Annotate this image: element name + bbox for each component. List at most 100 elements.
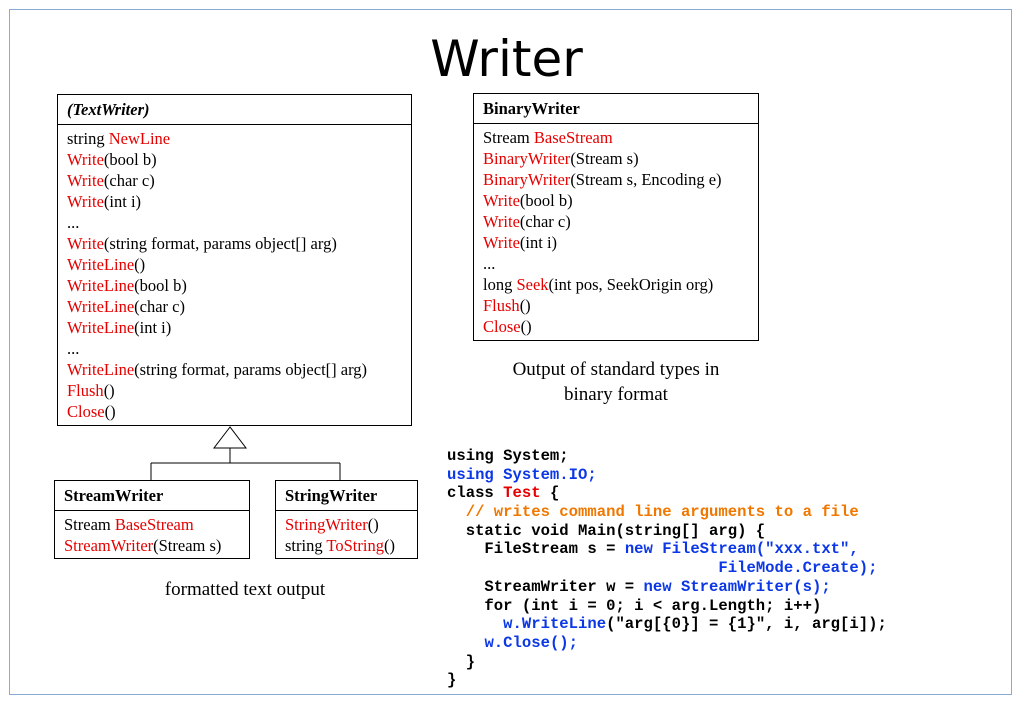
code-token [447, 559, 718, 577]
code-token: using System; [447, 447, 569, 465]
member-name: StringWriter [285, 515, 368, 534]
class-member: ... [67, 338, 402, 359]
code-line: StreamWriter w = new StreamWriter(s); [447, 578, 887, 597]
class-member: WriteLine(char c) [67, 296, 402, 317]
binary-caption-line1: Output of standard types in [512, 359, 720, 380]
code-token [447, 615, 503, 633]
code-listing: using System;using System.IO;class Test … [447, 447, 887, 690]
member-text: ... [483, 254, 496, 273]
class-member: Write(char c) [67, 170, 402, 191]
member-name: Seek [516, 275, 549, 294]
member-name: Close [483, 317, 521, 336]
textwriter-class-name: (TextWriter) [58, 95, 411, 125]
class-member: StringWriter() [285, 514, 408, 535]
code-token [447, 634, 484, 652]
code-token: new StreamWriter(s); [643, 577, 831, 596]
member-name: BinaryWriter [483, 170, 571, 189]
stringwriter-members: StringWriter()string ToString() [276, 511, 417, 556]
member-text: () [367, 515, 379, 534]
code-line: for (int i = 0; i < arg.Length; i++) [447, 597, 887, 616]
code-token: } [447, 671, 457, 690]
code-line: static void Main(string[] arg) { [447, 522, 887, 541]
code-line: w.WriteLine("arg[{0}] = {1}", i, arg[i])… [447, 615, 887, 634]
member-name: BinaryWriter [483, 149, 571, 168]
member-name: WriteLine [67, 360, 135, 379]
class-member: WriteLine(bool b) [67, 275, 402, 296]
member-text: Stream [64, 515, 115, 534]
member-text: () [104, 402, 116, 421]
binary-format-caption: Output of standard types in binary forma… [473, 357, 759, 407]
member-text: (char c) [134, 297, 185, 316]
code-token: w.Close(); [484, 633, 579, 652]
member-text: () [520, 317, 532, 336]
class-member: Flush() [67, 380, 402, 401]
member-text: string [67, 129, 109, 148]
code-token: class [447, 484, 504, 503]
code-token: FileMode.Create); [718, 559, 878, 578]
code-token: static void Main(string[] arg) { [447, 521, 766, 540]
member-text: (Stream s, Encoding e) [570, 170, 722, 189]
member-text: () [103, 381, 115, 400]
class-member: Write(bool b) [67, 149, 402, 170]
member-name: Flush [67, 381, 104, 400]
code-token: ("arg[{0}] = {1}", i, arg[i]); [606, 615, 887, 634]
stringwriter-class-name: StringWriter [276, 481, 417, 511]
class-member: long Seek(int pos, SeekOrigin org) [483, 274, 749, 295]
code-line: using System; [447, 447, 887, 466]
code-token: } [447, 652, 476, 671]
class-member: Write(int i) [483, 232, 749, 253]
member-name: Write [483, 233, 520, 252]
member-text: Stream [483, 128, 534, 147]
member-text: (char c) [103, 171, 155, 190]
member-text: ... [67, 213, 80, 232]
code-line: } [447, 671, 887, 690]
code-line: // writes command line arguments to a fi… [447, 503, 887, 522]
member-text: (int i) [134, 318, 172, 337]
code-token: Test [503, 484, 541, 503]
member-name: NewLine [108, 129, 171, 148]
member-name: WriteLine [67, 276, 135, 295]
class-member: Stream BaseStream [64, 514, 240, 535]
class-member: ... [483, 253, 749, 274]
member-name: Write [483, 212, 520, 231]
code-token: { [540, 484, 560, 503]
class-member: WriteLine(int i) [67, 317, 402, 338]
class-member: Flush() [483, 295, 749, 316]
class-member: BinaryWriter(Stream s) [483, 148, 749, 169]
member-text: () [134, 255, 146, 274]
formatted-text-caption: formatted text output [164, 579, 326, 600]
code-token: FileStream s = [447, 540, 625, 559]
member-name: WriteLine [67, 318, 135, 337]
code-token: StreamWriter w = [447, 577, 644, 596]
code-token: // writes command line arguments to a fi… [465, 503, 859, 522]
streamwriter-class-name: StreamWriter [55, 481, 249, 511]
member-name: BaseStream [114, 515, 194, 534]
member-text: (Stream s) [153, 536, 222, 555]
class-member: BinaryWriter(Stream s, Encoding e) [483, 169, 749, 190]
class-member: string NewLine [67, 128, 402, 149]
class-member: StreamWriter(Stream s) [64, 535, 240, 556]
member-text: (int i) [103, 192, 142, 211]
code-token: using System.IO; [447, 465, 597, 484]
class-member: string ToString() [285, 535, 408, 556]
class-member: Write(int i) [67, 191, 402, 212]
class-member: WriteLine() [67, 254, 402, 275]
member-name: Write [67, 150, 104, 169]
member-name: Write [67, 192, 104, 211]
class-member: Write(string format, params object[] arg… [67, 233, 402, 254]
member-text: (bool b) [134, 276, 187, 295]
member-name: WriteLine [67, 255, 135, 274]
code-token [447, 503, 466, 521]
class-member: WriteLine(string format, params object[]… [67, 359, 402, 380]
member-text: string [285, 536, 327, 555]
member-text: () [519, 296, 531, 315]
code-line: FileMode.Create); [447, 559, 887, 578]
member-name: Write [67, 234, 104, 253]
member-name: StreamWriter [64, 536, 154, 555]
code-line: using System.IO; [447, 466, 887, 485]
code-line: } [447, 653, 887, 672]
